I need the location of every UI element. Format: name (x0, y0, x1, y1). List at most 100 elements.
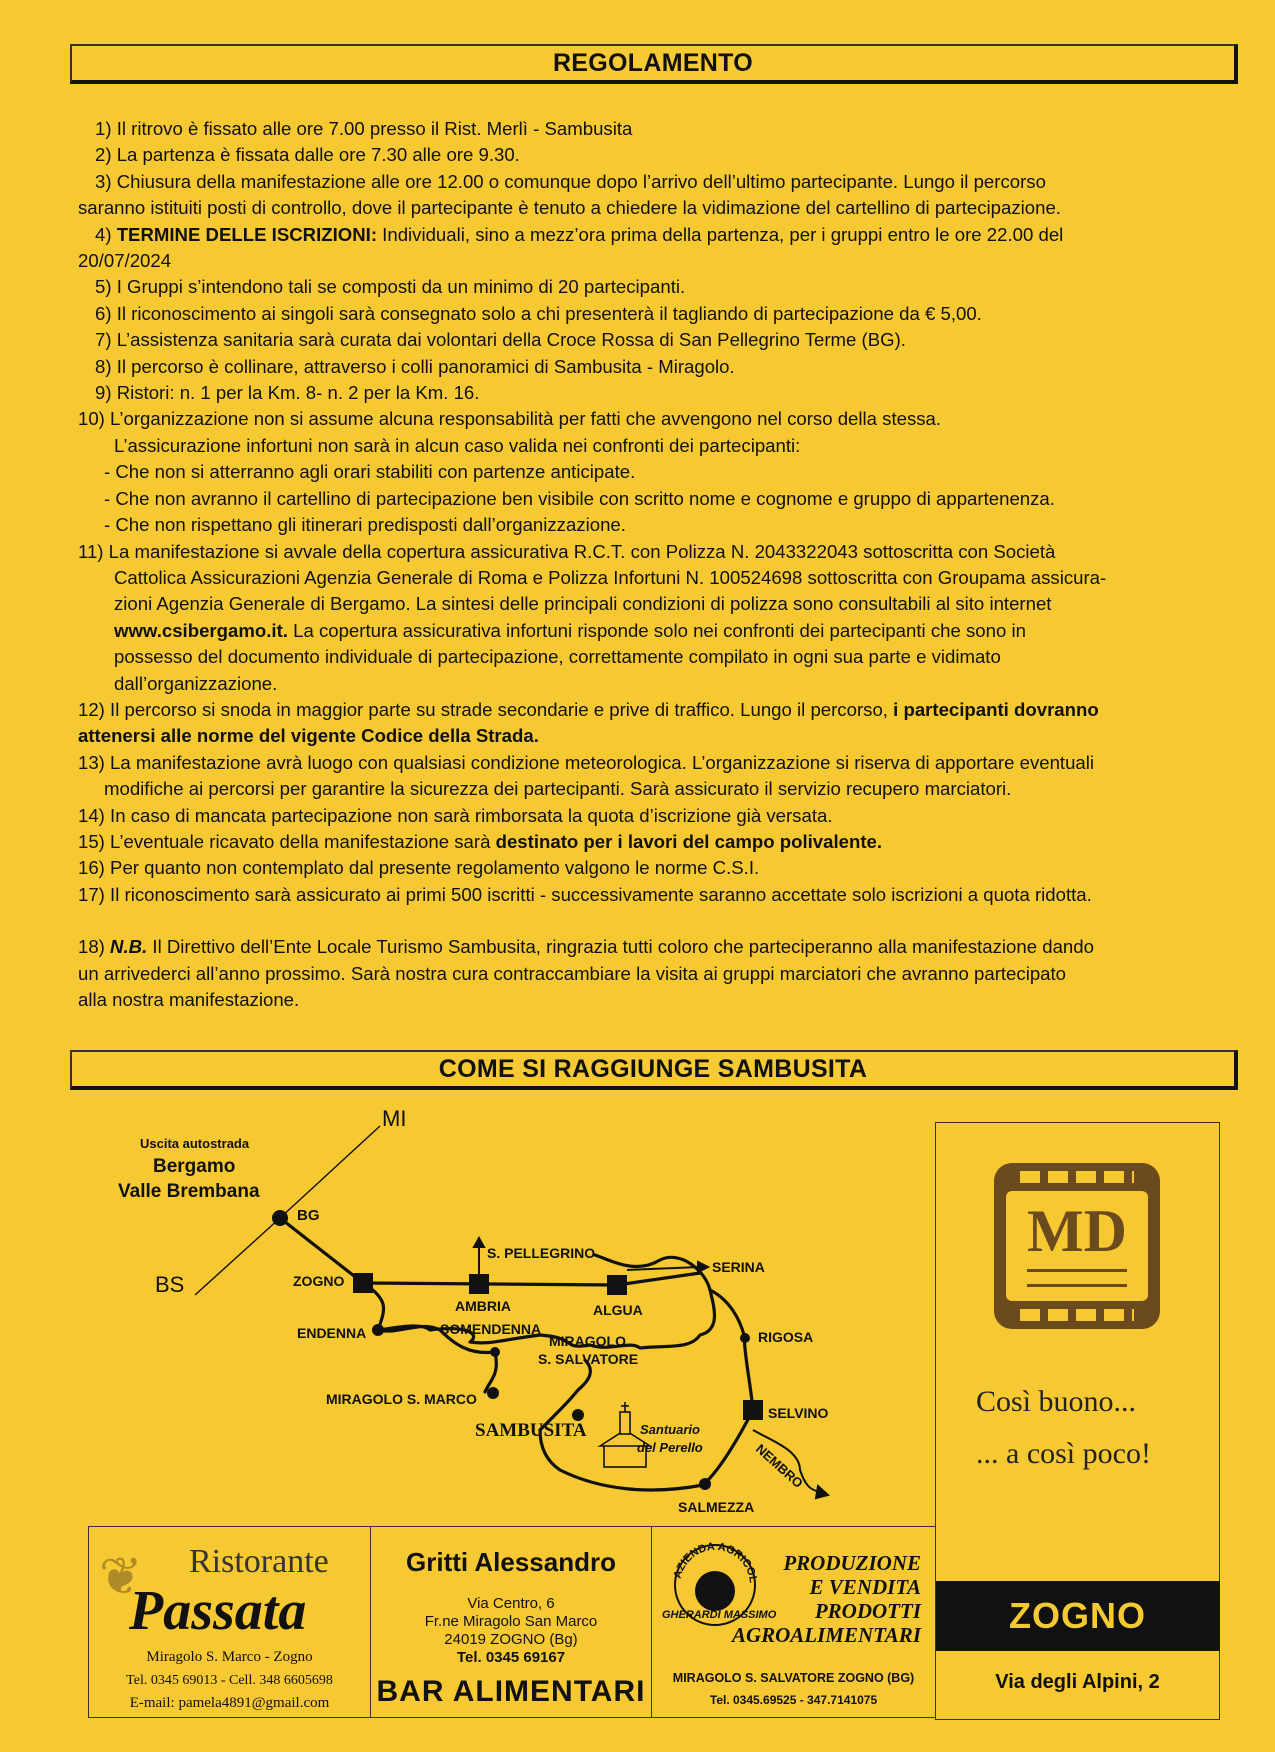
rule-7: 7) L’assistenza sanitaria sarà curata da… (95, 329, 906, 351)
road-zogno-algua (361, 1281, 619, 1287)
endenna-node (372, 1324, 384, 1336)
rule-18-c: alla nostra manifestazione. (78, 989, 300, 1010)
miragolo-node (490, 1347, 500, 1357)
rule-14: 14) In caso di mancata partecipazione no… (78, 804, 833, 826)
agri-address: MIRAGOLO S. SALVATORE ZOGNO (BG) (672, 1671, 915, 1685)
csi-link[interactable]: www.csibergamo.it. (114, 619, 288, 641)
map-title: COME SI RAGGIUNGE SAMBUSITA (70, 1050, 1238, 1090)
md-city: ZOGNO (1009, 1595, 1146, 1636)
road-serina (615, 1271, 702, 1287)
label-salmezza: SALMEZZA (678, 1499, 754, 1515)
rule-10-e: - Che non rispettano gli itinerari predi… (104, 514, 626, 536)
rule-16: 16) Per quanto non contemplato dal prese… (78, 857, 760, 879)
agricola-logo: AZIENDA AGRICOLA (660, 1535, 759, 1626)
rule-1: 1) Il ritrovo è fissato alle ore 7.00 pr… (95, 118, 633, 139)
passata-ad: ❦ Ristorante Passata Miragolo S. Marco -… (88, 1526, 371, 1718)
spacer (78, 908, 1228, 934)
rule-11-f: dall’organizzazione. (114, 672, 278, 694)
rule-9: 9) Ristori: n. 1 per la Km. 8- n. 2 per … (95, 382, 480, 404)
rule-13-cont: modifiche ai percorsi per garantire la s… (104, 778, 1012, 800)
agri-line-1: PRODUZIONE (783, 1551, 921, 1575)
rule-10: 10) L’organizzazione non si assume alcun… (78, 408, 942, 430)
zogno-node (353, 1273, 373, 1293)
exit-label: Uscita autostrada (140, 1136, 250, 1151)
label-s-pellegrino: S. PELLEGRINO (487, 1245, 595, 1261)
regolamento-title: REGOLAMENTO (70, 44, 1238, 84)
agri-line-2: E VENDITA (809, 1575, 921, 1599)
agri-owner: GHERARDI MASSIMO (662, 1609, 777, 1621)
label-nembro: NEMBRO (753, 1441, 806, 1491)
label-ambria: AMBRIA (455, 1298, 511, 1314)
rule-3-cont: saranno istituiti posti di controllo, do… (78, 197, 1061, 219)
rule-10-c: - Che non si atterranno agli orari stabi… (104, 461, 636, 483)
rule-2: 2) La partenza è fissata dalle ore 7.30 … (95, 144, 520, 166)
label-sambusita: SAMBUSITA (475, 1420, 587, 1441)
label-mi: MI (382, 1106, 406, 1131)
agricola-ad: AZIENDA AGRICOLA GHERARDI MASSIMO PRODUZ… (651, 1526, 936, 1718)
md-slogan-2: ... a così poco! (976, 1437, 1151, 1470)
road-bs (194, 1217, 281, 1296)
md-logo-panel: MD (1006, 1191, 1148, 1301)
passata-tel: Tel. 0345 69013 - Cell. 348 6605698 (126, 1673, 333, 1688)
label-somendenna: SOMENDENNA (440, 1321, 541, 1337)
rule-8: 8) Il percorso è collinare, attraverso i… (95, 355, 735, 377)
gritti-shop: BAR ALIMENTARI (376, 1675, 646, 1708)
rules-list: 1) Il ritrovo è fissato alle ore 7.00 pr… (78, 116, 1228, 1013)
rule-18-b: un arrivederci all’anno prossimo. Sarà n… (78, 962, 1067, 984)
md-city-band: ZOGNO (935, 1581, 1220, 1651)
arrow-nembro-icon (814, 1484, 831, 1500)
md-logo-film-top (1020, 1171, 1134, 1183)
agri-line-3: PRODOTTI (814, 1599, 921, 1623)
selvino-node (743, 1400, 763, 1420)
algua-node (607, 1275, 627, 1295)
gritti-ad: Gritti Alessandro Via Centro, 6 Fr.ne Mi… (370, 1526, 652, 1718)
rule-11: 11) La manifestazione si avvale della co… (78, 540, 1056, 562)
santuario-icon (597, 1402, 653, 1468)
rule-4: 4) TERMINE DELLE ISCRIZIONI: Individuali… (95, 223, 1064, 245)
rule-5: 5) I Gruppi s’intendono tali se composti… (95, 276, 686, 298)
passata-address: Miragolo S. Marco - Zogno (146, 1649, 313, 1665)
md-logo-film-bottom (1020, 1309, 1134, 1321)
agri-line-4: AGROALIMENTARI (731, 1623, 921, 1647)
road-bg-zogno (278, 1216, 365, 1285)
road-sambusita (538, 1358, 592, 1432)
md-address: Via degli Alpini, 2 (995, 1671, 1160, 1693)
rule-11-d: www.csibergamo.it. La copertura assicura… (114, 619, 1026, 641)
sambusita-node (572, 1409, 584, 1421)
md-ad: MD Così buono... ... a così poco! ZOGNO … (935, 1122, 1220, 1720)
rule-6: 6) Il riconoscimento ai singoli sarà con… (95, 302, 982, 324)
label-perello: del Perello (637, 1440, 703, 1455)
md-logo-stripes (1027, 1269, 1127, 1287)
rule-4-cont: 20/07/2024 (78, 250, 172, 272)
gritti-name: Gritti Alessandro (406, 1547, 616, 1577)
passata-word2: Passata (129, 1580, 307, 1642)
gritti-addr-1: Via Centro, 6 (467, 1595, 555, 1612)
rule-11-b: Cattolica Assicurazioni Agenzia Generale… (114, 566, 1107, 588)
label-serina: SERINA (712, 1259, 765, 1275)
exit-name-1: Bergamo (153, 1156, 235, 1177)
label-santuario: Santuario (640, 1422, 700, 1437)
road-miragolo-marco (376, 1324, 498, 1394)
arrow-right-icon (697, 1260, 711, 1274)
route-map: Uscita autostrada Bergamo Valle Brembana… (118, 1106, 831, 1515)
rigosa-node (740, 1333, 750, 1343)
passata-email[interactable]: E-mail: pamela4891@gmail.com (129, 1695, 330, 1711)
label-zogno: ZOGNO (293, 1273, 344, 1289)
label-miragolo: MIRAGOLO (549, 1333, 626, 1349)
passata-word1: Ristorante (189, 1543, 329, 1580)
label-s-salvatore: S. SALVATORE (538, 1351, 638, 1367)
logo-ring (674, 1544, 756, 1626)
gritti-tel: Tel. 0345 69167 (456, 1649, 566, 1666)
label-bg: BG (297, 1207, 320, 1224)
md-logo: MD (994, 1163, 1160, 1329)
road-mi (279, 1125, 381, 1219)
flourish-icon: ❦ (99, 1548, 143, 1606)
rule-17: 17) Il riconoscimento sarà assicurato ai… (78, 883, 1092, 905)
label-rigosa: RIGOSA (758, 1329, 813, 1345)
label-endenna: ENDENNA (297, 1325, 366, 1341)
rule-11-e: possesso del documento individuale di pa… (114, 646, 1001, 668)
rule-11-c: zioni Agenzia Generale di Bergamo. La si… (114, 593, 1052, 615)
label-selvino: SELVINO (768, 1405, 829, 1421)
md-logo-text: MD (1027, 1198, 1127, 1264)
bg-node (272, 1210, 288, 1226)
